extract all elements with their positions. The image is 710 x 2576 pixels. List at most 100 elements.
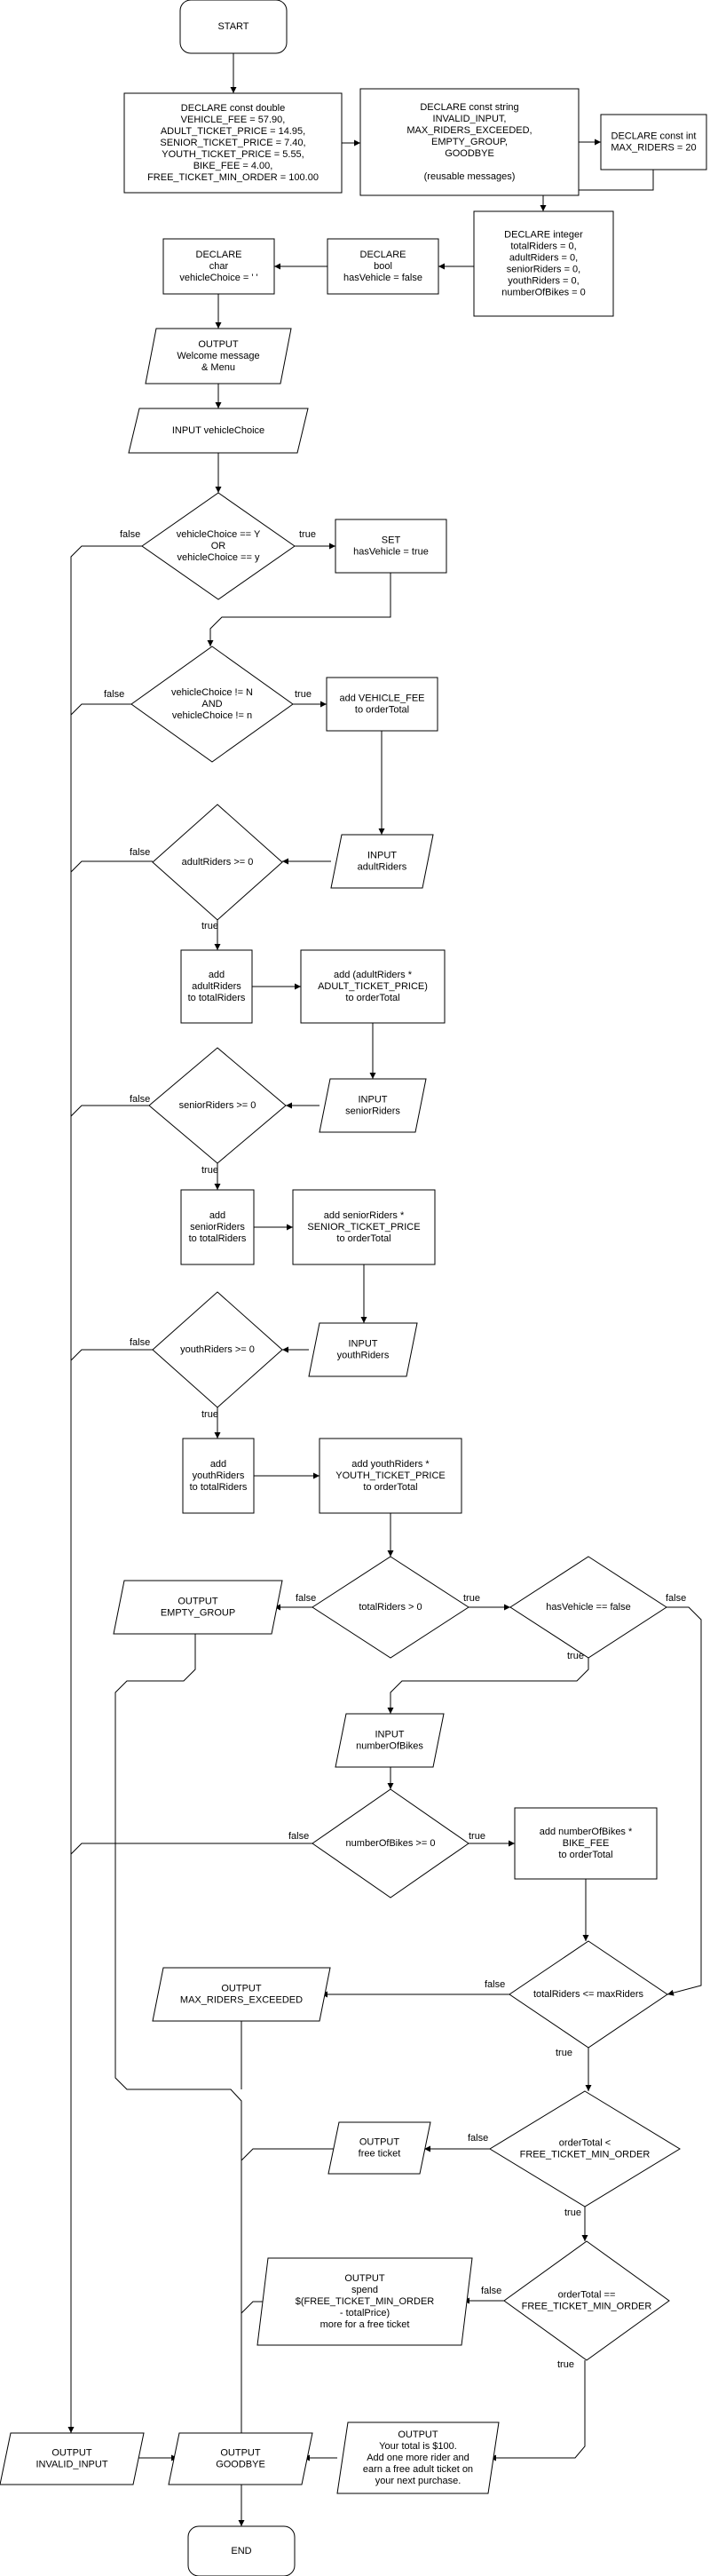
decision-shape	[130, 646, 294, 763]
connector-arrow	[70, 1105, 149, 1117]
declare-strings-text: DECLARE const string	[420, 102, 518, 113]
process-shape	[600, 114, 707, 170]
declare-strings-text: (reusable messages)	[424, 171, 516, 182]
decision-shape	[503, 2240, 670, 2361]
edge-label-false: false	[296, 1593, 316, 1604]
declare-int-text: MAX_RIDERS = 20	[611, 142, 696, 153]
end-text: END	[231, 2546, 251, 2556]
edge-label-true: true	[201, 1165, 218, 1176]
dec-seniors-text: seniorRiders >= 0	[179, 1100, 256, 1111]
dec-max-riders-node: totalRiders <= maxRiders	[509, 1940, 668, 2049]
io-shape	[308, 1322, 418, 1377]
dec-has-vehicle-node: hasVehicle == false	[509, 1556, 667, 1659]
add-bike-fee-text: to orderTotal	[558, 1850, 612, 1860]
dec-seniors-node: seniorRiders >= 0	[148, 1047, 287, 1164]
process-shape	[180, 949, 253, 1024]
io-shape	[256, 2257, 473, 2346]
declare-char-text: DECLARE	[196, 250, 242, 260]
output-welcome-text: Welcome message	[177, 351, 259, 361]
edge-label-true: true	[201, 921, 218, 931]
edge-label-false: false	[130, 1094, 150, 1105]
edge-label-false: false	[130, 1337, 150, 1348]
dec-youth-node: youthRiders >= 0	[152, 1291, 283, 1408]
add-seniors-total-text: to totalRiders	[189, 1233, 247, 1244]
declare-integers-text: youthRiders = 0,	[508, 275, 579, 286]
dec-order-less-text: FREE_TICKET_MIN_ORDER	[520, 2149, 651, 2160]
declare-strings-text: MAX_RIDERS_EXCEEDED,	[406, 125, 532, 136]
dec-vehicle-no-text: AND	[201, 699, 222, 709]
connector-arrow	[70, 703, 131, 716]
connector-arrow	[70, 1349, 153, 1361]
edge-label-false: false	[120, 529, 140, 540]
dec-order-equal-text: orderTotal ==	[558, 2289, 616, 2300]
declare-strings-text: INVALID_INPUT,	[433, 114, 507, 124]
output-spend-text: spend	[351, 2285, 378, 2295]
dec-total-riders-text: totalRiders > 0	[359, 1602, 422, 1613]
io-shape	[168, 2432, 313, 2485]
process-shape	[292, 1189, 436, 1265]
add-youth-order-text: YOUTH_TICKET_PRICE	[335, 1470, 445, 1481]
declare-strings-node: DECLARE const stringINVALID_INPUT,MAX_RI…	[359, 88, 580, 196]
io-shape	[145, 328, 292, 384]
edge-label-false: false	[104, 689, 124, 700]
flowchart-connectors	[67, 53, 702, 2526]
add-vehicle-fee-text: add VEHICLE_FEE	[340, 693, 425, 703]
add-adults-total-text: to totalRiders	[188, 993, 246, 1003]
set-has-vehicle-text: hasVehicle = true	[353, 546, 429, 557]
decision-shape	[509, 1940, 668, 2049]
add-adults-order-node: add (adultRiders *ADULT_TICKET_PRICE)to …	[300, 949, 446, 1024]
declare-doubles-text: YOUTH_TICKET_PRICE = 5.55,	[162, 149, 304, 160]
dec-has-vehicle-text: hasVehicle == false	[546, 1602, 630, 1613]
output-total-100-text: earn a free adult ticket on	[363, 2464, 473, 2475]
edge-label-true: true	[469, 1831, 485, 1842]
output-spend-text: more for a free ticket	[320, 2319, 410, 2330]
add-adults-order-text: to orderTotal	[345, 993, 399, 1003]
add-seniors-order-text: to orderTotal	[336, 1233, 390, 1244]
output-goodbye-text: GOODBYE	[216, 2459, 265, 2469]
dec-youth-text: youthRiders >= 0	[180, 1344, 255, 1355]
decision-shape	[152, 1291, 283, 1408]
terminal-shape	[179, 0, 288, 54]
input-adults-text: adultRiders	[358, 861, 407, 872]
process-shape	[319, 1438, 462, 1514]
add-adults-total-text: adultRiders	[192, 981, 241, 992]
output-spend-text: $(FREE_TICKET_MIN_ORDER	[296, 2296, 435, 2307]
dec-order-equal-node: orderTotal ==FREE_TICKET_MIN_ORDER	[503, 2240, 670, 2361]
add-adults-order-text: ADULT_TICKET_PRICE)	[318, 981, 428, 992]
connector-arrow	[387, 1658, 589, 1714]
io-shape	[330, 834, 434, 889]
output-total-100-text: Add one more rider and	[367, 2453, 469, 2463]
set-has-vehicle-text: SET	[382, 535, 401, 545]
edge-label-true: true	[463, 1593, 480, 1604]
process-shape	[182, 1438, 255, 1514]
input-adults-text: INPUT	[367, 850, 397, 860]
add-youth-total-text: add	[210, 1459, 226, 1470]
edge-label-false: false	[288, 1831, 309, 1842]
process-shape	[326, 677, 438, 732]
edge-label-true: true	[564, 2207, 581, 2218]
declare-integers-text: totalRiders = 0,	[510, 241, 576, 251]
output-total-100-text: your next purchase.	[375, 2476, 462, 2486]
add-bike-fee-text: BIKE_FEE	[563, 1838, 610, 1849]
edge-label-false: false	[468, 2133, 488, 2144]
declare-integers-text: DECLARE integer	[504, 229, 583, 240]
connector-arrow	[70, 860, 153, 873]
output-goodbye-text: OUTPUT	[220, 2447, 261, 2458]
dec-adults-node: adultRiders >= 0	[152, 804, 283, 921]
dec-adults-text: adultRiders >= 0	[182, 857, 254, 868]
process-shape	[162, 238, 275, 295]
input-youth-text: youthRiders	[337, 1350, 390, 1360]
edge-label-false: false	[485, 1979, 505, 1990]
declare-doubles-text: FREE_TICKET_MIN_ORDER = 100.00	[147, 172, 319, 183]
io-shape	[335, 1713, 445, 1768]
